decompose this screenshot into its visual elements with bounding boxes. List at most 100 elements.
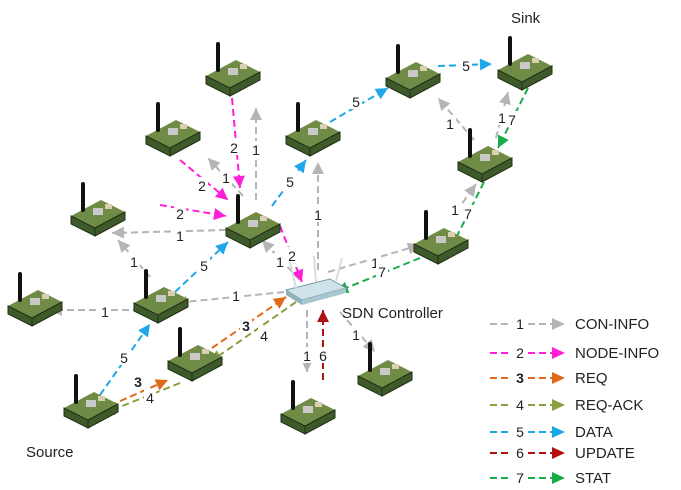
- legend-num: 3: [516, 370, 524, 386]
- sensor-node: [145, 102, 201, 157]
- sensor-node: [205, 42, 261, 97]
- edge-label: 1: [101, 304, 109, 320]
- legend-num: 1: [516, 316, 524, 332]
- message-edge: 5: [329, 87, 389, 123]
- edge-label: 1: [352, 327, 360, 343]
- source-label: Source: [26, 444, 74, 461]
- message-edge: 5: [174, 241, 229, 293]
- edge-label: 1: [451, 202, 459, 218]
- legend: 1 CON-INFO 2 NODE-INFO 3 REQ 4 REQ-ACK: [490, 316, 659, 487]
- message-edge: 1: [495, 91, 511, 139]
- message-edge: 2: [159, 204, 227, 222]
- arrow-head-icon: [479, 58, 492, 71]
- message-edge: 1: [261, 239, 301, 281]
- message-edge: 5: [271, 159, 307, 207]
- edge-label: 4: [146, 390, 154, 406]
- edge-label: 1: [498, 110, 506, 126]
- message-edge: 1: [117, 239, 151, 278]
- message-edge: 1: [207, 157, 244, 197]
- sensor-node: [167, 327, 223, 382]
- legend-num: 6: [516, 445, 524, 461]
- edge-label: 3: [242, 318, 250, 334]
- legend-item-req-ack: 4 REQ-ACK: [490, 397, 643, 414]
- edge-label: 5: [462, 58, 470, 74]
- message-edge: 5: [437, 57, 493, 74]
- edge-label: 2: [230, 140, 238, 156]
- sensor-node: [457, 128, 513, 183]
- message-edge: 2: [228, 97, 245, 189]
- message-edge: 2: [279, 225, 304, 283]
- legend-num: 5: [516, 424, 524, 440]
- message-edge: 1: [301, 310, 313, 372]
- message-edge: 1: [449, 183, 477, 218]
- edge-label: 1: [252, 142, 260, 158]
- sensor-node: [280, 380, 336, 435]
- edge-label: 7: [464, 206, 472, 222]
- edge-label: 5: [352, 94, 360, 110]
- edge-label: 5: [286, 174, 294, 190]
- legend-label: CON-INFO: [575, 316, 649, 333]
- arrow-head-icon: [374, 88, 388, 100]
- legend-item-data: 5 DATA: [490, 424, 613, 441]
- legend-num: 2: [516, 345, 524, 361]
- legend-item-node-info: 2 NODE-INFO: [490, 345, 659, 362]
- edge-label: 2: [176, 206, 184, 222]
- arrow-head-icon: [292, 268, 304, 282]
- arrow-head-icon: [208, 158, 221, 171]
- arrow-head-icon: [138, 324, 150, 338]
- message-edge: 3: [211, 296, 287, 349]
- arrow-head-icon: [272, 297, 286, 309]
- sensor-node: [63, 374, 119, 429]
- arrow-head-icon: [213, 208, 226, 220]
- legend-label: REQ: [575, 370, 608, 387]
- edge-label: 2: [288, 248, 296, 264]
- sensor-node: [225, 194, 281, 249]
- sensor-node: [70, 182, 126, 237]
- message-edge: 1: [111, 226, 227, 244]
- legend-num: 4: [516, 397, 524, 413]
- nodes-layer: [7, 36, 553, 435]
- arrow-head-icon: [214, 187, 228, 200]
- legend-label: STAT: [575, 470, 611, 487]
- edge-label: 1: [130, 254, 138, 270]
- edge-label: 1: [314, 207, 322, 223]
- sensor-node: [133, 269, 189, 324]
- arrow-head-icon: [438, 98, 451, 112]
- controller-label: SDN Controller: [342, 305, 443, 322]
- edge-label: 6: [319, 348, 327, 364]
- message-edge: 1: [312, 162, 324, 270]
- sensor-node: [413, 210, 469, 265]
- arrow-head-icon: [499, 92, 511, 106]
- edge-label: 1: [222, 170, 230, 186]
- arrow-head-icon: [215, 242, 228, 255]
- message-edge: 1: [174, 287, 285, 308]
- legend-label: NODE-INFO: [575, 345, 659, 362]
- message-edge: 1: [250, 108, 262, 200]
- message-edge: 2: [179, 159, 229, 201]
- edge-label: 7: [508, 112, 516, 128]
- arrow-head-icon: [312, 162, 324, 174]
- sensor-node: [357, 342, 413, 397]
- arrow-head-icon: [317, 310, 329, 322]
- edge-label: 3: [134, 374, 142, 390]
- edge-label: 2: [198, 178, 206, 194]
- legend-item-req: 3 REQ: [490, 370, 608, 387]
- edge-label: 1: [232, 288, 240, 304]
- legend-item-update: 6 UPDATE: [490, 445, 635, 462]
- legend-item-con-info: 1 CON-INFO: [490, 316, 649, 333]
- legend-label: UPDATE: [575, 445, 635, 462]
- arrow-head-icon: [498, 134, 509, 148]
- sensor-node: [285, 102, 341, 157]
- edge-label: 7: [378, 264, 386, 280]
- arrow-head-icon: [262, 240, 275, 253]
- message-edge: 1: [327, 242, 421, 273]
- arrow-head-icon: [154, 379, 168, 391]
- sensor-node: [497, 36, 553, 91]
- sensor-node: [7, 272, 63, 327]
- edge-label: 1: [303, 348, 311, 364]
- edge-label: 5: [120, 350, 128, 366]
- edge-label: 1: [176, 228, 184, 244]
- sdn-controller: [284, 255, 348, 305]
